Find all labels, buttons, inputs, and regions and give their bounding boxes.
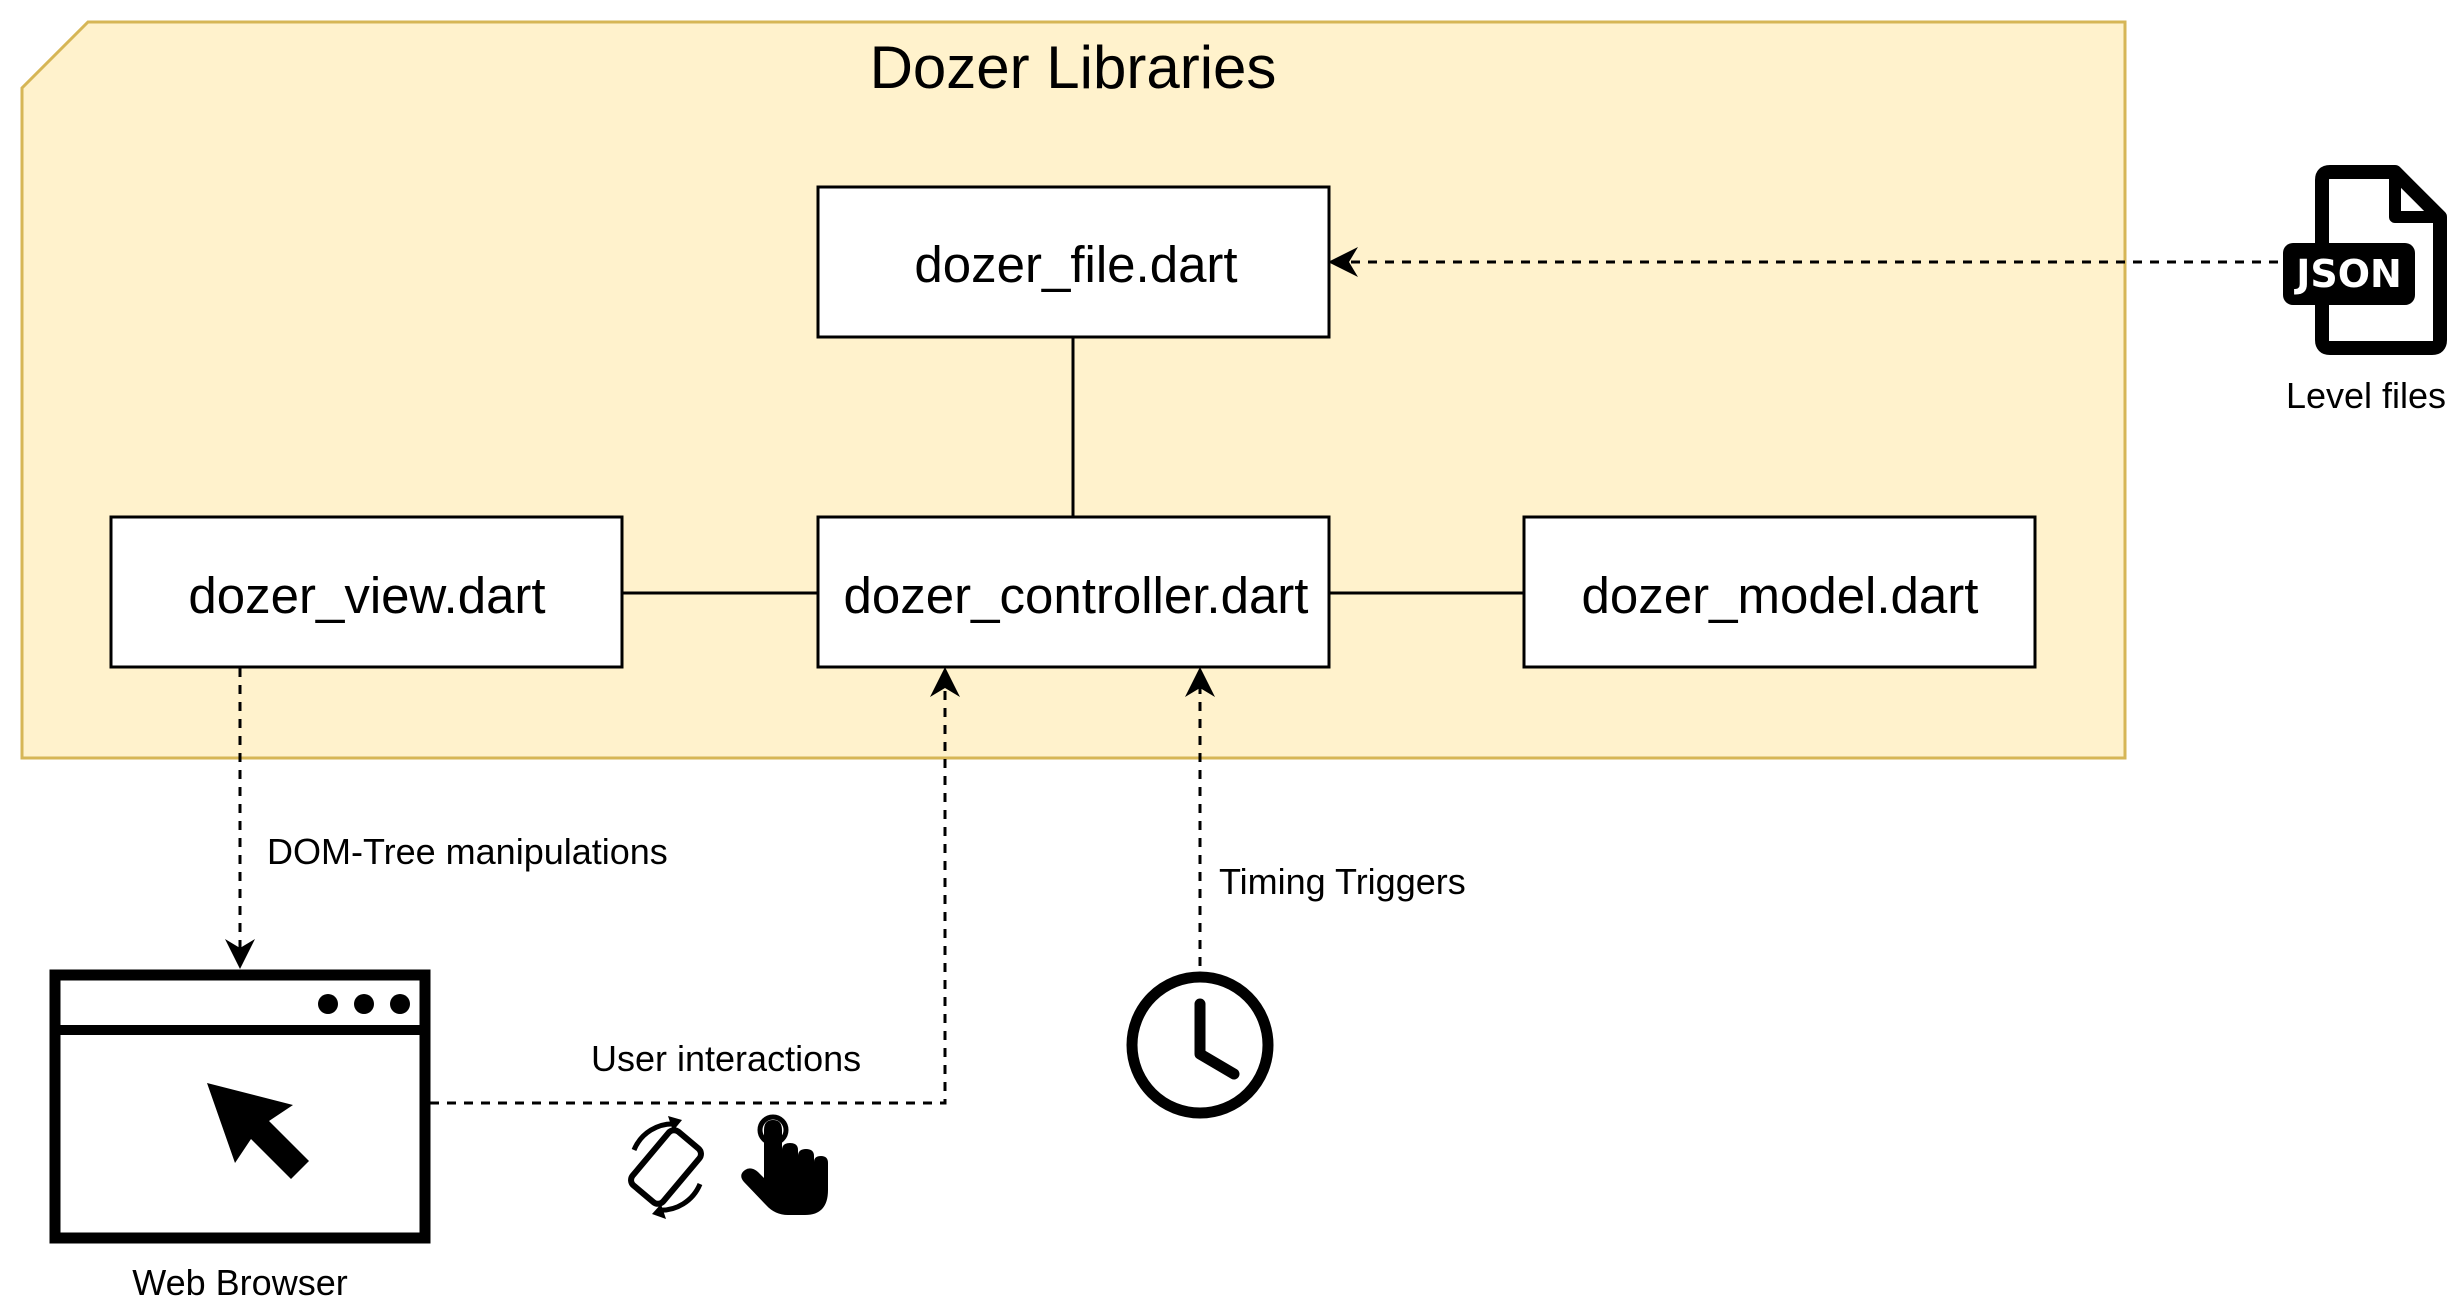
solid-connections xyxy=(622,337,1524,595)
clock-icon xyxy=(1126,971,1274,1119)
node-model-label: dozer_model.dart xyxy=(1582,567,1979,624)
web-browser-label: Web Browser xyxy=(132,1262,347,1303)
node-view[interactable]: dozer_view.dart xyxy=(109,515,624,669)
cursor-arrow-icon xyxy=(207,1083,309,1179)
dashed-connections xyxy=(225,247,2295,1105)
node-controller-label: dozer_controller.dart xyxy=(844,567,1309,624)
edge-user-interactions xyxy=(430,667,960,1105)
node-controller[interactable]: dozer_controller.dart xyxy=(816,515,1331,669)
rotate-device-icon xyxy=(628,1116,704,1219)
group-title: Dozer Libraries xyxy=(870,34,1277,101)
edge-label-dom: DOM-Tree manipulations xyxy=(267,831,668,872)
node-view-label: dozer_view.dart xyxy=(188,567,545,624)
edge-label-timing: Timing Triggers xyxy=(1219,861,1466,902)
json-badge-label: JSON xyxy=(2293,252,2402,296)
touch-hand-icon xyxy=(741,1114,828,1215)
browser-window-icon xyxy=(49,969,431,1244)
node-file[interactable]: dozer_file.dart xyxy=(816,185,1331,339)
edge-label-user: User interactions xyxy=(591,1038,861,1079)
node-model[interactable]: dozer_model.dart xyxy=(1522,515,2037,669)
node-file-label: dozer_file.dart xyxy=(914,236,1237,293)
level-files-label: Level files xyxy=(2286,375,2446,416)
json-file-icon: JSON xyxy=(2283,165,2447,355)
